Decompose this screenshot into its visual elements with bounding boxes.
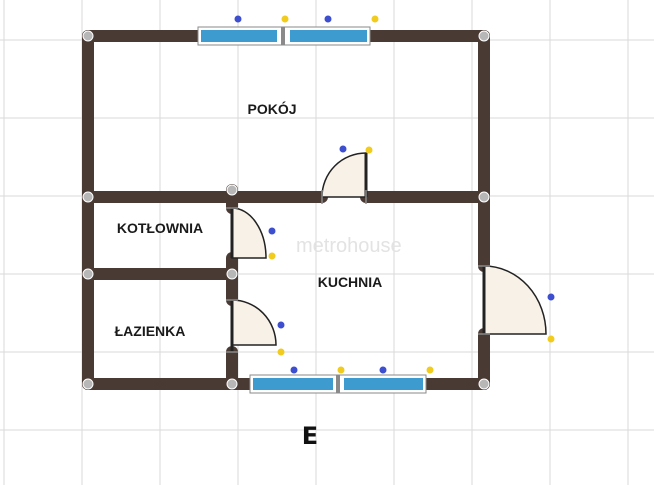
handle-blue[interactable] <box>277 321 285 329</box>
door-frames <box>226 190 490 353</box>
handle-blue[interactable] <box>290 366 298 374</box>
room-label-kotlownia: KOTŁOWNIA <box>117 220 203 236</box>
door-lazienka[interactable] <box>230 299 277 352</box>
handle-yellow[interactable] <box>426 366 434 374</box>
node[interactable] <box>226 268 238 280</box>
node[interactable] <box>226 378 238 390</box>
node[interactable] <box>478 30 490 42</box>
handle-yellow[interactable] <box>277 348 285 356</box>
window-south-pane-right <box>344 378 423 390</box>
room-label-kuchnia: KUCHNIA <box>318 274 383 290</box>
node[interactable] <box>82 30 94 42</box>
handle-yellow[interactable] <box>547 335 555 343</box>
handle-blue[interactable] <box>324 15 332 23</box>
wall-nodes <box>82 30 490 390</box>
windows <box>197 26 427 394</box>
window-north-pane-right <box>290 30 367 42</box>
handle-yellow[interactable] <box>268 252 276 260</box>
room-label-pokoj: POKÓJ <box>247 100 296 117</box>
window-north-pane-left <box>201 30 277 42</box>
handle-blue[interactable] <box>547 293 555 301</box>
door-pokoj[interactable] <box>319 152 369 202</box>
node[interactable] <box>478 191 490 203</box>
node[interactable] <box>82 191 94 203</box>
handle-blue[interactable] <box>379 366 387 374</box>
handle-blue[interactable] <box>268 227 276 235</box>
door-entrance[interactable] <box>482 265 547 335</box>
room-label-lazienka: ŁAZIENKA <box>115 323 186 339</box>
walls <box>82 30 490 390</box>
door-kotlownia[interactable] <box>230 207 267 259</box>
node[interactable] <box>478 378 490 390</box>
compass-direction-label: E <box>302 422 318 450</box>
node[interactable] <box>82 268 94 280</box>
handle-yellow[interactable] <box>337 366 345 374</box>
handle-yellow[interactable] <box>371 15 379 23</box>
node[interactable] <box>226 184 238 196</box>
node[interactable] <box>82 378 94 390</box>
handle-yellow[interactable] <box>365 146 373 154</box>
watermark: metrohouse <box>296 235 402 257</box>
handle-blue[interactable] <box>339 145 347 153</box>
handle-blue[interactable] <box>234 15 242 23</box>
handles <box>234 15 555 374</box>
handle-yellow[interactable] <box>281 15 289 23</box>
window-south-pane-left <box>253 378 333 390</box>
